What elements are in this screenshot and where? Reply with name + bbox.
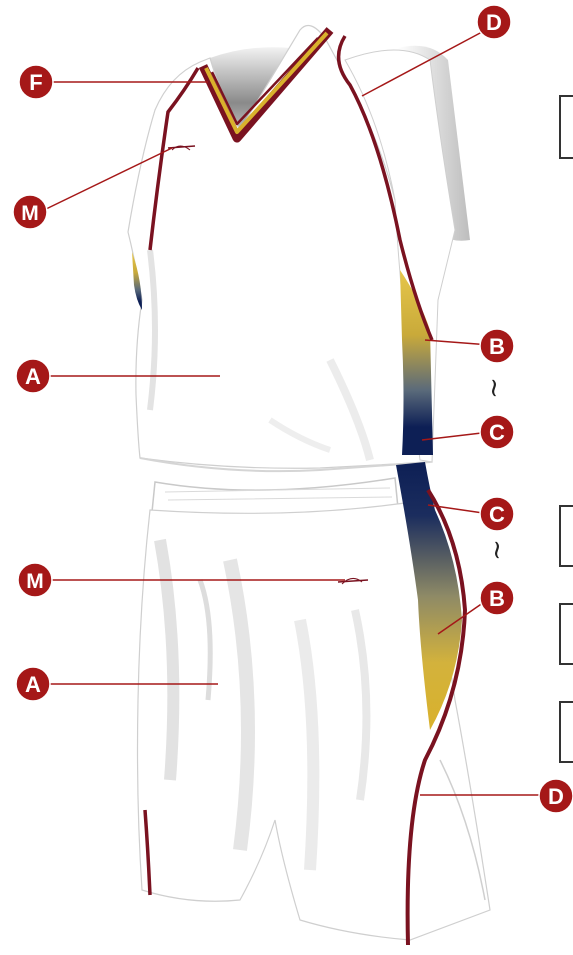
callout-a-shorts: A bbox=[16, 667, 50, 701]
callout-label: A bbox=[25, 672, 41, 697]
callout-label: B bbox=[489, 586, 505, 611]
callout-label: M bbox=[26, 570, 44, 593]
callout-m-shorts: M bbox=[18, 563, 52, 597]
callout-label: M bbox=[21, 202, 39, 225]
callout-m-jersey: M bbox=[13, 195, 47, 229]
callout-label: B bbox=[489, 334, 505, 359]
range-symbol: ~ bbox=[479, 377, 509, 399]
callout-a-jersey: A bbox=[16, 359, 50, 393]
jersey bbox=[128, 26, 470, 472]
callout-label: C bbox=[489, 420, 505, 445]
callout-c-jersey: C bbox=[480, 415, 514, 449]
callout-label: D bbox=[548, 784, 564, 809]
callout-c-shorts: C bbox=[480, 497, 514, 531]
callout-label: A bbox=[25, 364, 41, 389]
swatch-box bbox=[560, 506, 573, 566]
shorts bbox=[138, 462, 491, 945]
callout-label: D bbox=[486, 10, 502, 35]
callout-b-jersey: B bbox=[480, 329, 514, 363]
swatch-boxes bbox=[560, 96, 573, 762]
callout-b-shorts: B bbox=[480, 581, 514, 615]
range-symbol: ~ bbox=[482, 539, 512, 561]
swatch-box bbox=[560, 702, 573, 762]
callout-label: C bbox=[489, 502, 505, 527]
swatch-box bbox=[560, 604, 573, 664]
callout-d-shorts: D bbox=[539, 779, 573, 813]
callout-label: F bbox=[29, 70, 42, 95]
callout-d-top: D bbox=[477, 5, 511, 39]
callout-f: F bbox=[19, 65, 53, 99]
swatch-box bbox=[560, 96, 573, 158]
